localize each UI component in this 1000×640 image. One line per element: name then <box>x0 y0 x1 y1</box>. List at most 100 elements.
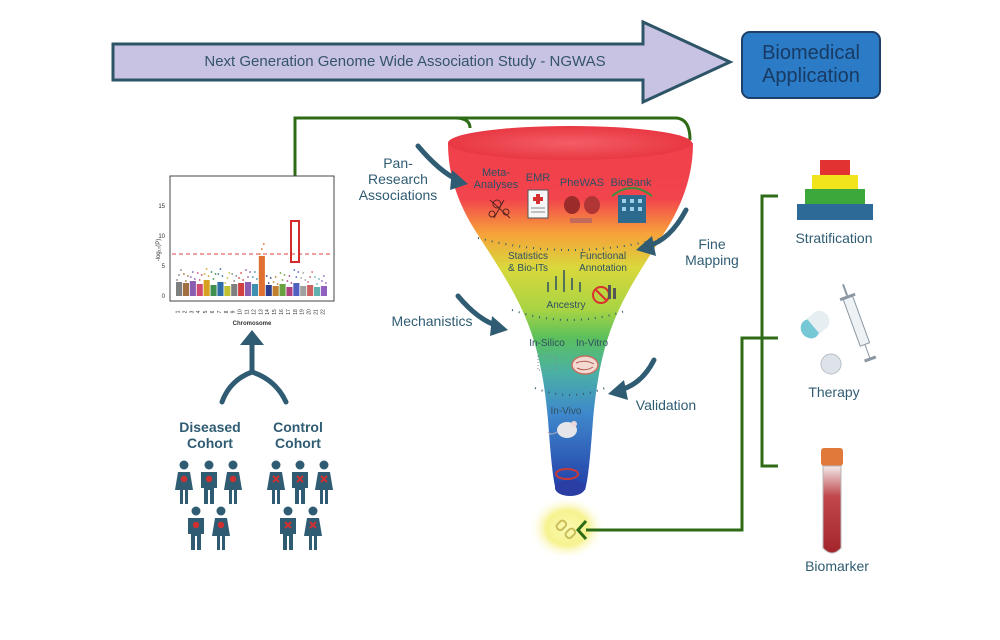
y-tick-15: 15 <box>158 204 165 210</box>
snp-point <box>242 279 245 281</box>
chromosome-bar <box>203 280 210 296</box>
snp-point <box>214 273 217 275</box>
snp-point <box>254 271 256 273</box>
chromosome-tick-label: 4 <box>196 310 202 313</box>
biomedical-line1: Biomedical <box>762 42 860 64</box>
chromosome-tick-label: 21 <box>313 309 319 315</box>
peak-highlight <box>290 220 300 263</box>
male-person-icon <box>280 506 296 550</box>
research-funnel <box>448 126 693 496</box>
chromosome-bar <box>182 283 189 296</box>
chromosome-tick-label: 10 <box>238 309 244 315</box>
blood-tube-icon <box>821 448 843 554</box>
phewas-label: PheWAS <box>560 177 604 189</box>
chromosome-bars <box>176 243 327 296</box>
control-cohort-people <box>267 460 333 550</box>
syringe-icon <box>839 283 877 363</box>
snp-point <box>316 283 318 285</box>
statistics-arrows-icon <box>547 270 581 292</box>
y-tick-10: 10 <box>158 234 165 240</box>
chromosome-bar <box>286 287 293 296</box>
snp-point <box>193 278 196 280</box>
snp-point <box>260 248 263 250</box>
meta-analyses-icon <box>488 199 511 219</box>
meta-analyses-line1: Meta- <box>482 167 510 179</box>
snp-point <box>221 275 224 277</box>
snp-point <box>205 268 208 270</box>
snp-point <box>176 279 178 281</box>
health-mark-icon <box>320 475 328 483</box>
snp-point <box>212 278 215 280</box>
female-person-icon <box>315 460 333 504</box>
chromosome-tick-label: 8 <box>224 310 230 313</box>
chromosome-tick-label: 2 <box>182 310 188 313</box>
snp-point <box>283 274 286 276</box>
chromosome-bar <box>293 283 300 296</box>
male-person-icon <box>292 460 308 504</box>
statistics-line1: Statistics <box>508 251 548 262</box>
snp-point <box>180 269 182 271</box>
funnel-rim <box>448 126 692 160</box>
y-tick-5: 5 <box>162 264 166 270</box>
chromosome-tick-label: 22 <box>320 309 326 315</box>
in-silico-label: In-Silico <box>529 338 565 349</box>
snp-point <box>249 271 251 273</box>
chromosome-bar <box>314 287 321 296</box>
snp-point <box>235 275 238 277</box>
control-cohort-line2: Cohort <box>275 435 321 451</box>
snp-point <box>323 275 325 277</box>
female-person-icon <box>224 460 242 504</box>
ngwas-arrow: Next Generation Genome Wide Association … <box>111 19 734 105</box>
ancestry-label: Ancestry <box>547 300 586 311</box>
health-mark-icon <box>296 475 304 483</box>
disease-mark-icon <box>180 475 188 483</box>
chromosome-tick-label: 1 <box>175 310 181 313</box>
chromosome-tick-label: 14 <box>265 309 271 315</box>
funnel-body <box>448 143 693 490</box>
snp-point <box>178 274 180 276</box>
chromosome-tick-label: 16 <box>279 309 285 315</box>
chromosome-bar <box>307 285 314 296</box>
snp-point <box>302 272 305 274</box>
disease-mark-icon <box>229 475 237 483</box>
phewas-organs-icon <box>564 196 600 223</box>
snp-point <box>258 253 261 255</box>
diseased-cohort-line2: Cohort <box>187 435 233 451</box>
snp-point <box>240 272 243 274</box>
snp-point <box>245 269 247 271</box>
snp-point <box>279 272 282 274</box>
snp-point <box>274 276 277 278</box>
chromosome-bar <box>210 285 217 296</box>
diseased-cohort-line1: Diseased <box>179 419 240 435</box>
chromosome-tick-label: 17 <box>286 309 292 315</box>
chromosome-bar <box>245 282 252 296</box>
snp-point <box>325 282 327 284</box>
snp-point <box>238 277 241 279</box>
snp-point <box>295 276 298 278</box>
stage-divider-2 <box>511 309 629 321</box>
y-tick-0: 0 <box>162 294 166 300</box>
biobank-label: BioBank <box>611 177 652 189</box>
snp-point <box>293 269 296 271</box>
snp-point <box>262 243 265 245</box>
snp-point <box>191 271 194 273</box>
chromosome-bar <box>272 286 279 296</box>
snp-point <box>265 275 268 277</box>
tablet-pill-icon <box>820 353 842 375</box>
snp-point <box>183 273 185 275</box>
chromosome-bar <box>258 256 265 296</box>
chromosome-tick-label: 7 <box>217 310 223 313</box>
snp-point <box>217 273 220 275</box>
snp-point <box>185 280 187 282</box>
health-mark-icon <box>284 521 292 529</box>
male-person-icon <box>201 460 217 504</box>
snp-point <box>228 272 231 274</box>
snp-point <box>269 277 272 279</box>
diseased-cohort-people <box>175 460 242 550</box>
manhattan-y-label: -log₁₀(P) <box>156 239 162 262</box>
fine-mapping-line1: Fine <box>698 236 725 252</box>
stratification-label: Stratification <box>795 230 872 246</box>
chromosome-bar <box>300 286 307 296</box>
